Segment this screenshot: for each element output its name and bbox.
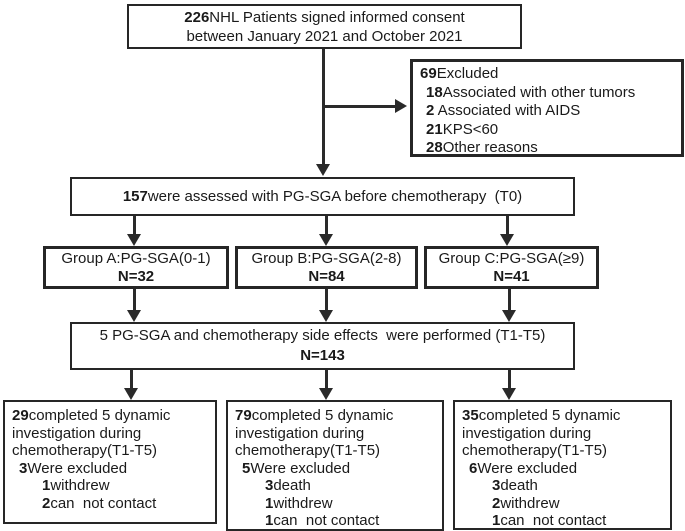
arrow-groupA-to-performed-head [127, 310, 141, 322]
arrow-performed-to-out3-head [502, 388, 516, 400]
arrow-performed-to-out1-head [124, 388, 138, 400]
arrow-performed-to-out2-head [319, 388, 333, 400]
arrow-groupA-to-performed-line [133, 289, 136, 311]
arrow-performed-to-out1-line [130, 370, 133, 389]
arrow-performed-to-out2-line [325, 370, 328, 389]
excluded-total: 69Excluded [420, 65, 499, 82]
group-b-label: Group B:PG-SGA(2-8) [251, 249, 402, 267]
arrow-to-excluded-head [395, 99, 407, 113]
arrow-assessed-to-groupA-head [127, 234, 141, 246]
excluded-reason-tumors: 18Associated with other tumors [426, 83, 636, 101]
arrow-groupB-to-performed-line [325, 289, 328, 311]
arrow-assessed-to-groupC-line [506, 216, 509, 236]
performed-box: 5 PG-SGA and chemotherapy side effects w… [70, 322, 575, 370]
outcome-c-reason-withdrew: 2withdrew [492, 494, 560, 512]
assessed-text: were assessed with PG-SGA before chemoth… [147, 188, 523, 205]
arrow-performed-to-out3-line [508, 370, 511, 389]
arrow-to-excluded-line [322, 105, 396, 108]
outcome-c-excluded: 6Were excluded [469, 459, 578, 477]
outcome-b-reason-contact: 1can not contact [265, 512, 380, 529]
assessed-box: 157were assessed with PG-SGA before chem… [70, 177, 575, 216]
group-box-b: Group B:PG-SGA(2-8) N=84 [235, 246, 418, 289]
group-b-n: N=84 [308, 267, 345, 285]
arrow-assessed-to-groupC-head [500, 234, 514, 246]
arrow-assessed-to-groupB-line [325, 216, 328, 236]
group-box-a: Group A:PG-SGA(0-1) N=32 [43, 246, 229, 289]
outcome-c-reason-death: 3death [492, 477, 538, 494]
outcome-a-reason-withdrew: 1withdrew [42, 477, 110, 494]
outcome-box-c: 35completed 5 dynamic investigation duri… [453, 400, 672, 530]
group-a-n: N=32 [117, 267, 155, 285]
outcome-box-a: 29completed 5 dynamic investigation duri… [3, 400, 217, 524]
arrow-groupC-to-performed-line [508, 289, 511, 311]
arrow-groupB-to-performed-head [319, 310, 333, 322]
outcome-c-reason-contact: 1can not contact [492, 512, 607, 529]
arrow-assessed-to-groupA-line [133, 216, 136, 236]
outcome-b-reason-death: 3death [265, 477, 311, 494]
arrow-consent-to-assessed-head [316, 164, 330, 176]
excluded-reason-kps: 21KPS<60 [426, 120, 499, 138]
consent-text: NHL Patients signed informed consent [209, 8, 465, 26]
arrow-assessed-to-groupB-head [319, 234, 333, 246]
excluded-box: 69Excluded 18Associated with other tumor… [410, 59, 684, 157]
outcome-c-completed: 35completed 5 dynamic investigation duri… [462, 407, 625, 459]
outcome-a-excluded: 3Were excluded [19, 459, 128, 477]
group-a-label: Group A:PG-SGA(0-1) [61, 249, 211, 267]
group-box-c: Group C:PG-SGA(≥9) N=41 [424, 246, 599, 289]
excluded-reason-aids: 2 Associated with AIDS [426, 102, 581, 120]
performed-n: N=143 [300, 347, 345, 364]
consent-line1: 226NHL Patients signed informed consent [184, 8, 464, 27]
excluded-reason-other: 28Other reasons [426, 139, 538, 157]
group-c-n: N=41 [493, 267, 530, 285]
consent-line2: between January 2021 and October 2021 [186, 27, 463, 45]
consent-count: 226 [184, 8, 210, 26]
outcome-a-reason-contact: 2can not contact [42, 494, 157, 512]
outcome-a-completed: 29completed 5 dynamic investigation duri… [12, 407, 175, 459]
performed-line: 5 PG-SGA and chemotherapy side effects w… [99, 327, 546, 344]
consent-box: 226NHL Patients signed informed consent … [127, 4, 522, 49]
assessed-line: 157were assessed with PG-SGA before chem… [123, 188, 522, 205]
outcome-b-completed: 79completed 5 dynamic investigation duri… [235, 407, 398, 459]
assessed-count: 157 [122, 188, 148, 205]
group-c-label: Group C:PG-SGA(≥9) [438, 249, 585, 267]
outcome-b-reason-withdrew: 1withdrew [265, 494, 333, 512]
outcome-b-excluded: 5Were excluded [242, 459, 351, 477]
outcome-box-b: 79completed 5 dynamic investigation duri… [226, 400, 444, 531]
arrow-groupC-to-performed-head [502, 310, 516, 322]
